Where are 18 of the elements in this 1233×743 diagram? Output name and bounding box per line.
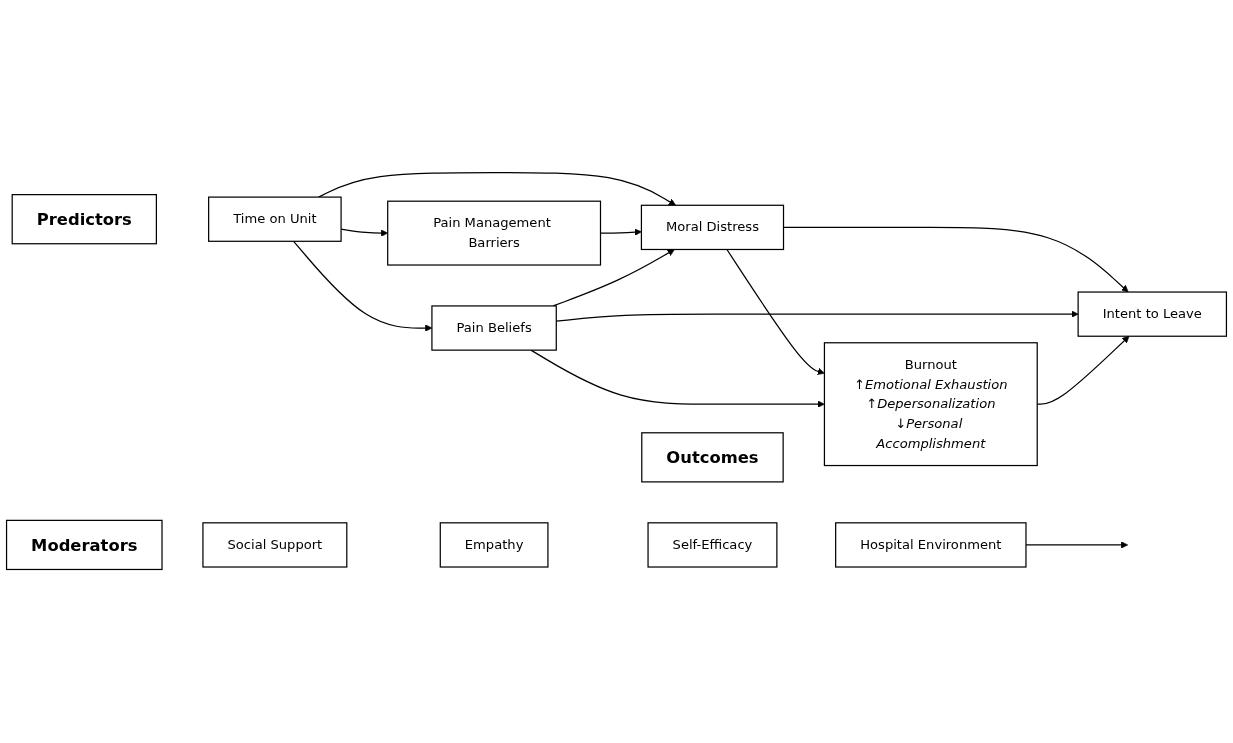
node-box: Time on Unit <box>208 196 342 243</box>
node-box: Moderators <box>5 520 163 571</box>
node-box: Burnout ↑Emotional Exhaustion ↑Depersonalization ↓Personal Accomplishment <box>823 342 1038 467</box>
node-box: Intent to Leave <box>1077 291 1228 338</box>
arrow <box>1025 541 1129 549</box>
arrow <box>726 249 825 376</box>
node-box: Predictors <box>11 194 157 245</box>
arrow <box>318 172 676 207</box>
node-box: Outcomes <box>641 432 784 483</box>
node-box: Social Support <box>202 522 348 569</box>
node-box: Pain Management Barriers <box>387 201 602 267</box>
node-box: Pain Beliefs <box>431 305 557 352</box>
node-box: Hospital Environment <box>835 522 1027 569</box>
arrow <box>552 249 675 308</box>
node-box: Self-Efficacy <box>647 522 778 569</box>
node-box: Empathy <box>439 522 549 569</box>
arrow <box>530 350 825 409</box>
node-box: Moral Distress <box>640 205 785 251</box>
